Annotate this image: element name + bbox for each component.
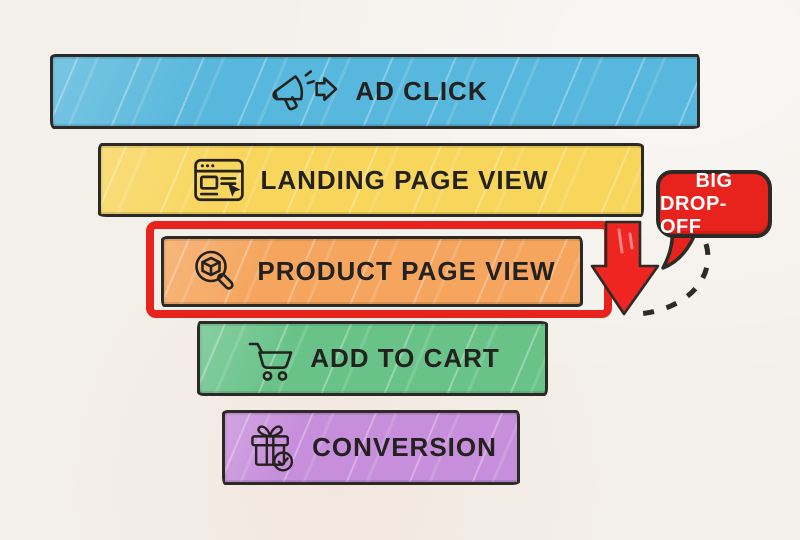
drop-off-callout: BIG DROP-OFF	[656, 170, 786, 280]
megaphone-icon	[262, 68, 340, 116]
funnel-step-ad-click: AD CLICK	[50, 54, 700, 129]
product-search-icon	[188, 245, 242, 299]
funnel-step-label: CONVERSION	[312, 432, 497, 462]
funnel-step-label: AD CLICK	[355, 76, 488, 106]
browser-window-icon	[193, 157, 245, 203]
funnel-step-landing-page-view: LANDING PAGE VIEW	[98, 143, 644, 217]
speech-bubble: BIG DROP-OFF	[656, 170, 772, 238]
drop-off-arrow-icon	[590, 220, 660, 316]
funnel-step-label: PRODUCT PAGE VIEW	[257, 256, 556, 286]
shopping-cart-icon	[245, 335, 295, 383]
callout-line1: BIG	[695, 169, 733, 192]
funnel-step-conversion: CONVERSION	[222, 410, 520, 485]
speech-bubble-tail	[661, 226, 699, 270]
gift-icon	[245, 422, 297, 474]
funnel-step-label: ADD TO CART	[310, 343, 500, 373]
funnel-step-add-to-cart: ADD TO CART	[197, 321, 548, 396]
callout-line2: DROP-OFF	[660, 192, 727, 238]
highlight-outline	[146, 221, 612, 318]
funnel-step-product-page-view: PRODUCT PAGE VIEW	[161, 236, 583, 307]
dashed-connector-line	[633, 243, 711, 317]
funnel-step-label: LANDING PAGE VIEW	[260, 164, 549, 195]
